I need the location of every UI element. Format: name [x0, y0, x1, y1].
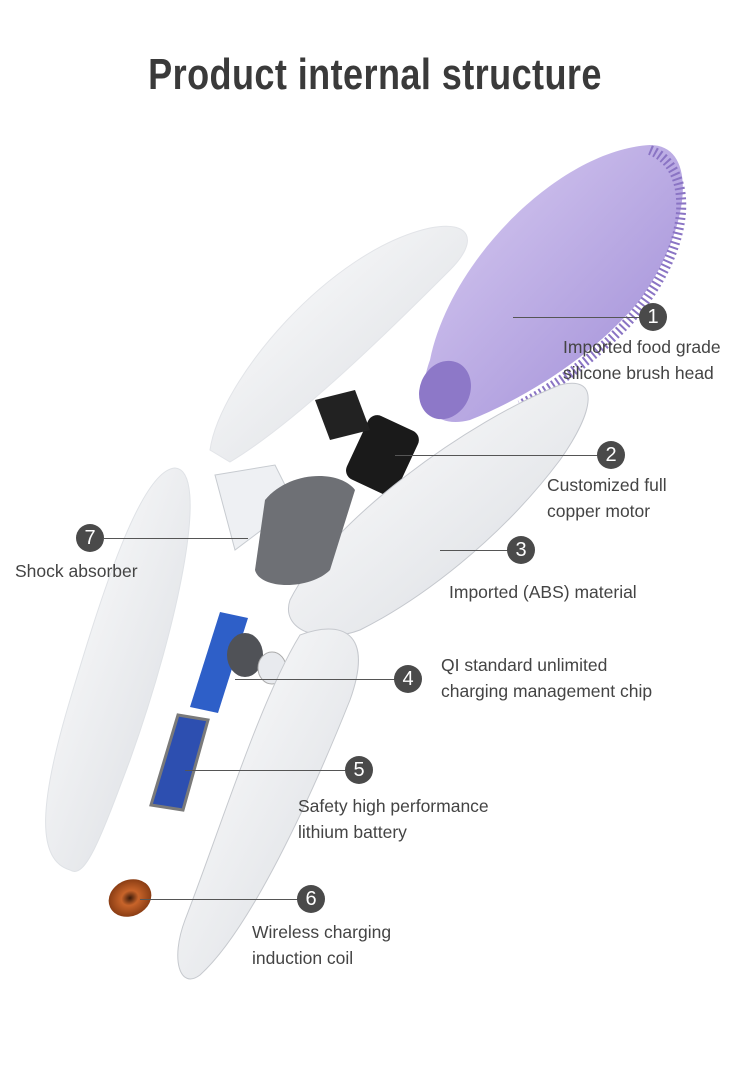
- callout-number-3: 3: [507, 536, 535, 564]
- label-line: copper motor: [547, 501, 651, 521]
- label-line: Wireless charging: [252, 922, 392, 942]
- handle-frame: [177, 628, 359, 980]
- callout-label-4: QI standard unlimited charging management…: [441, 652, 652, 704]
- callout-line-7: [103, 538, 248, 539]
- callout-number-7: 7: [76, 524, 104, 552]
- callout-label-2: Customized full copper motor: [547, 472, 667, 524]
- label-line: Customized full: [547, 475, 667, 495]
- abs-housing: [287, 382, 589, 637]
- callout-number-6: 6: [297, 885, 325, 913]
- label-line: QI standard unlimited: [441, 655, 608, 675]
- callout-number-4: 4: [394, 665, 422, 693]
- callout-label-1: Imported food grade silicone brush head: [563, 334, 721, 386]
- callout-line-4: [235, 679, 395, 680]
- callout-number-1: 1: [639, 303, 667, 331]
- callout-label-3: Imported (ABS) material: [449, 582, 637, 602]
- callout-line-6: [140, 899, 300, 900]
- callout-label-7: Shock absorber: [15, 561, 138, 581]
- callout-label-5: Safety high performance lithium battery: [298, 793, 489, 845]
- callout-line-5: [185, 770, 347, 771]
- label-line: lithium battery: [298, 822, 407, 842]
- callout-number-2: 2: [597, 441, 625, 469]
- page-title: Product internal structure: [148, 50, 602, 99]
- callout-number-5: 5: [345, 756, 373, 784]
- callout-label-6: Wireless charging induction coil: [252, 919, 391, 971]
- top-shell: [209, 225, 468, 463]
- callout-line-2: [395, 455, 600, 456]
- callout-line-1: [513, 317, 643, 318]
- label-line: silicone brush head: [563, 363, 714, 383]
- shock-absorber: [214, 464, 355, 585]
- left-shell: [45, 467, 191, 872]
- label-line: induction coil: [252, 948, 354, 968]
- callout-line-3: [440, 550, 510, 551]
- silicone-brush-head: [419, 145, 687, 422]
- label-line: Imported food grade: [563, 337, 721, 357]
- copper-motor: [315, 390, 419, 496]
- label-line: charging management chip: [441, 681, 653, 701]
- label-line: Safety high performance: [298, 796, 489, 816]
- induction-coil: [108, 879, 152, 917]
- lithium-battery: [149, 713, 210, 812]
